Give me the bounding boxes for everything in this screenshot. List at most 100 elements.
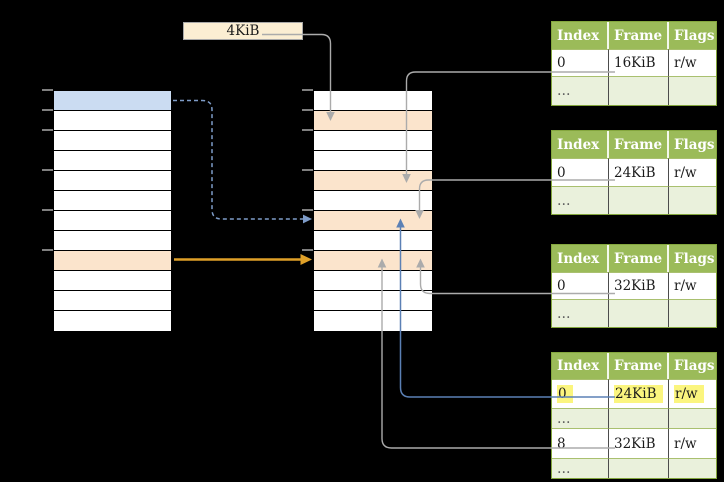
table-cell — [609, 299, 669, 327]
connector-dashed-translation-line — [173, 99, 303, 220]
table-cell — [609, 186, 669, 214]
memory-row — [314, 211, 432, 231]
table-cell: 32KiB — [609, 428, 669, 458]
table-cell: r/w — [669, 428, 716, 458]
tick-mark — [302, 109, 313, 111]
memory-row — [54, 291, 171, 311]
memory-row — [54, 151, 171, 171]
table-cell: … — [552, 299, 609, 327]
tick-mark — [302, 249, 313, 251]
memory-row — [54, 191, 171, 211]
tick-mark — [302, 169, 313, 171]
memory-row — [54, 111, 171, 131]
memory-row — [314, 231, 432, 251]
memory-row — [314, 171, 432, 191]
table-cell — [669, 408, 716, 428]
table-header-cell: Frame — [609, 131, 669, 158]
table-cell — [609, 408, 669, 428]
memory-row — [54, 311, 171, 331]
tick-mark — [302, 209, 313, 211]
table-cell: 0 — [552, 49, 609, 76]
table-cell: r/w — [669, 49, 716, 76]
table-cell — [669, 299, 716, 327]
table-cell: r/w — [669, 272, 716, 299]
memory-row — [314, 91, 432, 111]
memory-row — [54, 271, 171, 291]
table-cell: … — [552, 408, 609, 428]
tick-mark — [42, 169, 53, 171]
table-cell — [669, 458, 716, 478]
memory-row — [54, 171, 171, 191]
table-row: … — [552, 76, 716, 105]
table-cell: 24KiB — [609, 158, 669, 186]
memory-row — [54, 231, 171, 251]
table-header-cell: Index — [552, 245, 609, 272]
table-row: … — [552, 186, 716, 214]
table-header-cell: Index — [552, 22, 609, 49]
table-cell: 0 — [552, 158, 609, 186]
table-cell: … — [552, 458, 609, 478]
table-header-cell: Frame — [609, 245, 669, 272]
memory-row — [54, 91, 171, 111]
tick-mark — [42, 109, 53, 111]
table-row: … — [552, 458, 716, 478]
table-cell — [609, 458, 669, 478]
highlighted-value: 24KiB — [614, 385, 663, 403]
table-header-cell: Flags — [669, 245, 716, 272]
arrowhead-right-icon — [300, 254, 312, 265]
tick-mark — [42, 209, 53, 211]
memory-row — [314, 311, 432, 331]
memory-row — [314, 191, 432, 211]
memory-row — [314, 271, 432, 291]
table-cell: 0 — [552, 379, 609, 408]
table-cell: 0 — [552, 272, 609, 299]
memory-row — [314, 131, 432, 151]
table-row: … — [552, 408, 716, 428]
tick-mark — [42, 89, 53, 91]
table-header-cell: Index — [552, 131, 609, 158]
memory-row — [314, 111, 432, 131]
table-cell: … — [552, 186, 609, 214]
arrowhead-right-icon — [303, 214, 312, 224]
memory-row — [54, 131, 171, 151]
frame-size-label-text: 4KiB — [226, 23, 260, 39]
table-cell: 16KiB — [609, 49, 669, 76]
table-cell: r/w — [669, 379, 716, 408]
tick-mark — [42, 249, 53, 251]
table-header-cell: Frame — [609, 22, 669, 49]
table-row: 0 24KiB r/w — [552, 379, 716, 408]
memory-row — [54, 251, 171, 271]
table-cell: … — [552, 76, 609, 105]
table-cell: 32KiB — [609, 272, 669, 299]
table-cell: 24KiB — [609, 379, 669, 408]
table-cell — [669, 76, 716, 105]
table-cell — [669, 186, 716, 214]
table-cell: 8 — [552, 428, 609, 458]
table-header-cell: Flags — [669, 22, 716, 49]
memory-row — [314, 151, 432, 171]
tick-mark — [42, 129, 53, 131]
memory-table-left — [53, 90, 172, 332]
table-header-cell: Frame — [609, 353, 669, 379]
table-header-cell: Flags — [669, 353, 716, 379]
highlighted-value: r/w — [674, 385, 704, 403]
frame-size-label: 4KiB — [183, 22, 303, 40]
memory-row — [54, 211, 171, 231]
tick-mark — [302, 89, 313, 91]
table-cell — [609, 76, 669, 105]
table-cell: r/w — [669, 158, 716, 186]
memory-row — [314, 291, 432, 311]
table-header-cell: Flags — [669, 131, 716, 158]
memory-table-middle — [313, 90, 433, 332]
